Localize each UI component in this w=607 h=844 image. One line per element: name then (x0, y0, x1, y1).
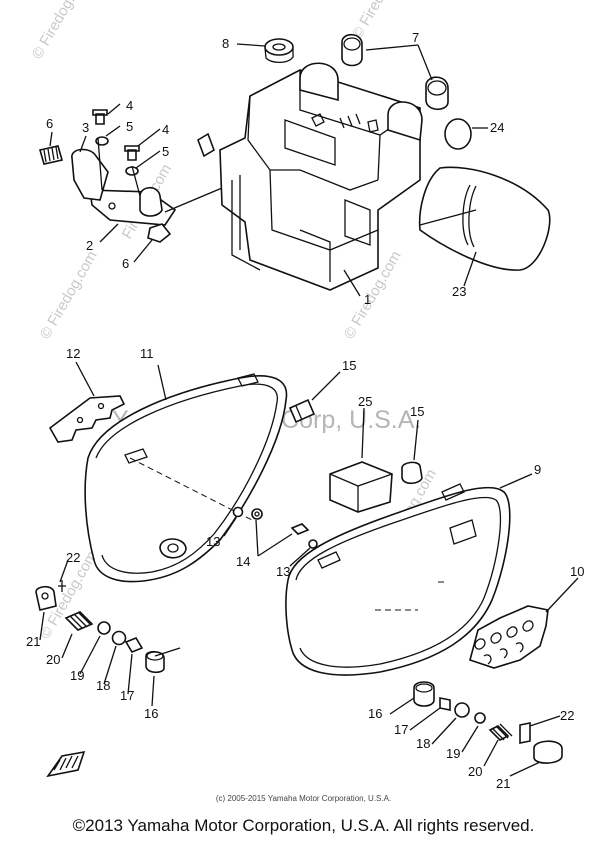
callout-16: 16 (368, 706, 382, 721)
bracket-12 (48, 395, 126, 443)
cushion-7 (341, 33, 449, 111)
callout-4: 4 (162, 122, 169, 137)
watermark-firedog: © Firedog.com (349, 0, 413, 42)
callout-9: 9 (534, 462, 541, 477)
callout-11: 11 (140, 346, 154, 361)
callout-17: 17 (394, 722, 408, 737)
callout-21: 21 (26, 634, 40, 649)
callout-6: 6 (122, 256, 129, 271)
callout-15: 15 (410, 404, 424, 419)
callout-19: 19 (70, 668, 84, 683)
credit-line: (c) 2005-2015 Yamaha Motor Corporation, … (215, 794, 392, 803)
callout-13: 13 (276, 564, 290, 579)
callout-18: 18 (96, 678, 110, 693)
callout-15: 15 (342, 358, 356, 373)
copyright-notice: ©2013 Yamaha Motor Corporation, U.S.A. A… (72, 816, 535, 835)
left-side-cover-assembly (48, 373, 288, 583)
callout-3: 3 (82, 120, 89, 135)
o-ring-24 (444, 118, 472, 150)
callout-20: 20 (46, 652, 60, 667)
tool-bag-23 (418, 166, 551, 271)
callout-12: 12 (66, 346, 80, 361)
callout-18: 18 (416, 736, 430, 751)
callout-4: 4 (126, 98, 133, 113)
callout-6: 6 (46, 116, 53, 131)
callout-22: 22 (66, 550, 80, 565)
callout-16: 16 (144, 706, 158, 721)
callout-24: 24 (490, 120, 504, 135)
callout-5: 5 (162, 144, 169, 159)
grommet-8 (264, 38, 294, 64)
callout-25: 25 (358, 394, 372, 409)
callout-23: 23 (452, 284, 466, 299)
callouts: 8 7 24 4 5 4 5 3 6 2 6 1 23 12 11 15 25 … (26, 30, 584, 791)
callout-8: 8 (222, 36, 229, 51)
bracket-assembly (38, 109, 223, 243)
callout-10: 10 (570, 564, 584, 579)
watermark-firedog: © Firedog.com (37, 248, 101, 342)
leader-lines (39, 43, 579, 777)
callout-20: 20 (468, 764, 482, 779)
right-side-cover-assembly (285, 483, 563, 764)
callout-14: 14 (236, 554, 250, 569)
watermark-firedog: © Firedog.com (29, 0, 93, 62)
callout-1: 1 (364, 292, 371, 307)
callout-22: 22 (560, 708, 574, 723)
hardware-parts (232, 398, 423, 549)
callout-19: 19 (446, 746, 460, 761)
callout-5: 5 (126, 119, 133, 134)
block-25 (329, 461, 393, 513)
left-knob-assembly (35, 580, 181, 778)
callout-21: 21 (496, 776, 510, 791)
callout-17: 17 (120, 688, 134, 703)
side-cover-9 (285, 486, 511, 676)
callout-13: 13 (206, 534, 220, 549)
callout-7: 7 (412, 30, 419, 45)
callout-2: 2 (86, 238, 93, 253)
battery-box-assembly (38, 33, 551, 291)
